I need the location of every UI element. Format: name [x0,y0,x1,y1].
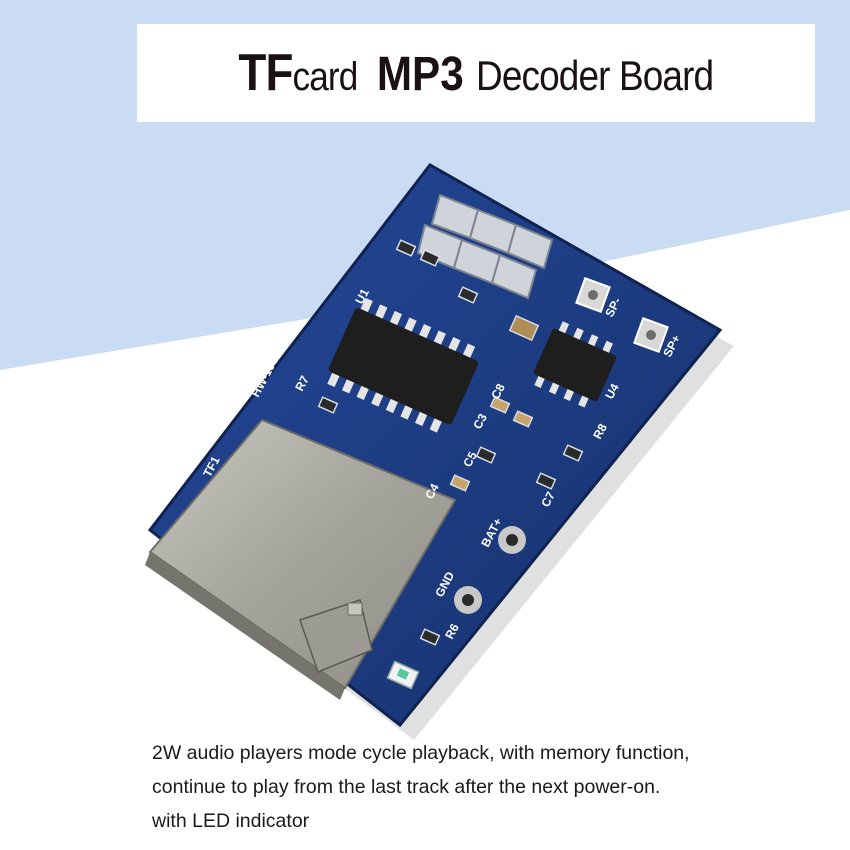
power-holes [454,526,526,614]
title-decoder-board: Decoder Board [476,52,714,99]
svg-text:C4: C4 [422,481,442,501]
speaker-pads [575,277,669,353]
led-indicator [386,660,420,690]
page-title: TF card MP3 Decoder Board [238,43,715,103]
svg-text:U4: U4 [602,381,622,401]
solder-pads [416,193,554,300]
svg-text:U1: U1 [352,286,372,306]
chip-u1 [327,297,479,433]
svg-text:C5: C5 [460,449,480,469]
caption-line-2: continue to play from the last track aft… [152,776,661,798]
smd-components [317,239,584,646]
svg-text:C3: C3 [470,411,490,431]
tf-card-slot [145,418,457,700]
title-tf: TF [238,44,294,102]
svg-text:R6: R6 [442,621,462,641]
svg-text:C8: C8 [488,381,508,401]
title-mp3: MP3 [377,48,464,101]
title-banner: TF card MP3 Decoder Board [137,24,815,122]
caption-line-1: 2W audio players mode cycle playback, wi… [152,742,690,764]
svg-text:R7: R7 [292,373,312,393]
caption-line-3: with LED indicator [152,810,310,832]
chip-u4 [533,321,617,408]
product-description: 2W audio players mode cycle playback, wi… [152,736,832,838]
svg-text:C7: C7 [538,489,558,509]
svg-text:R8: R8 [590,421,610,441]
title-card: card [292,55,359,99]
